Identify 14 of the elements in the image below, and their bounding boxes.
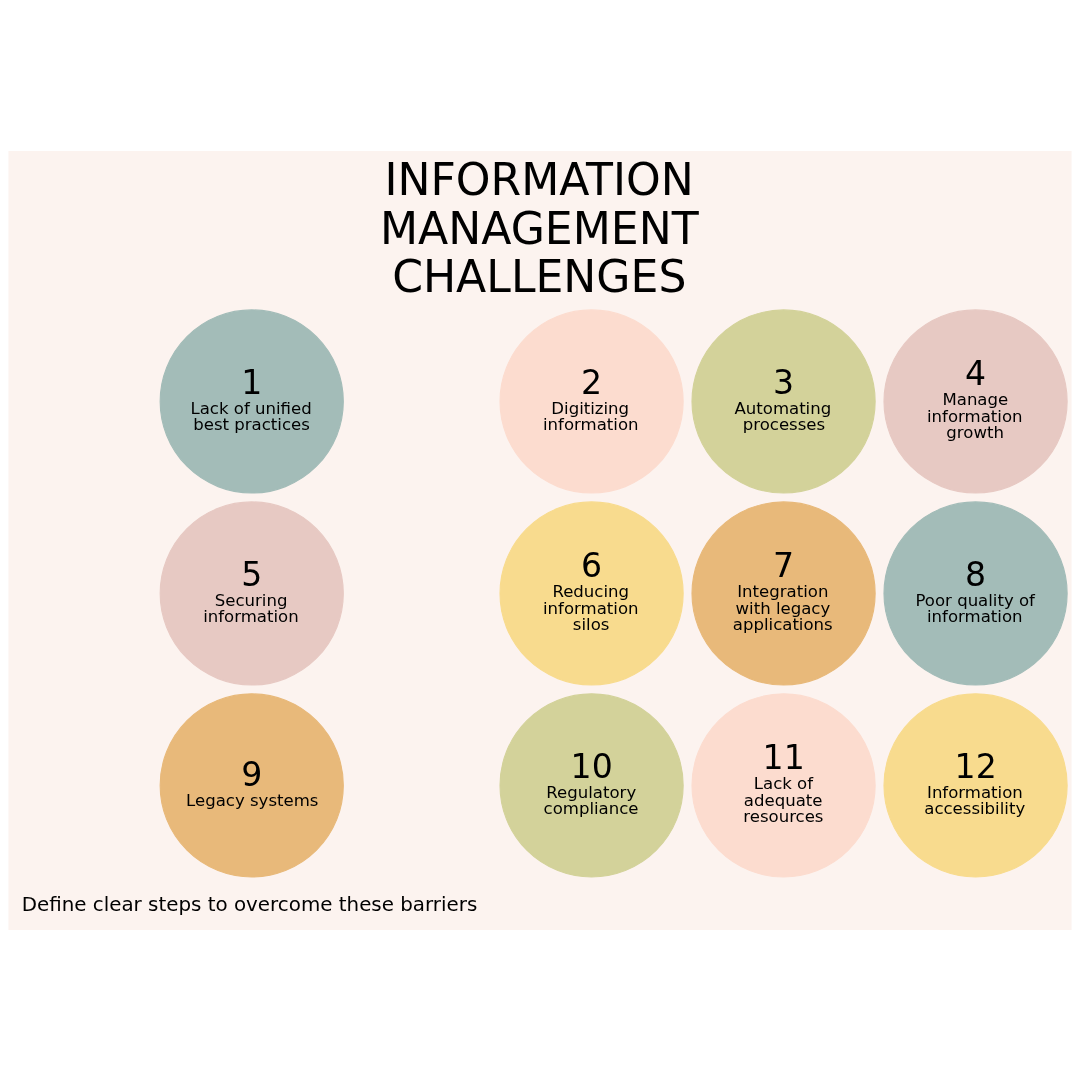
node-circle: 7 Integration with legacy applications — [691, 500, 876, 686]
node-circle: 10 Regulatory compliance — [499, 692, 684, 878]
node-circle: 4 Manage information growth — [883, 308, 1068, 494]
node-circle: 12 Information accessibility — [883, 692, 1068, 878]
caption: Define clear steps to overcome these barriers — [21, 892, 478, 916]
node-circle: 3 Automating processes — [691, 308, 876, 494]
node-circle: 6 Reducing information silos — [499, 500, 684, 686]
node-circle: 11 Lack of adequate resources — [691, 692, 876, 878]
node-circle: 2 Digitizing information — [499, 308, 684, 494]
node-circle: 1 Lack of unified best practices — [159, 308, 344, 494]
diagram-title: INFORMATION MANAGEMENT CHALLENGES — [380, 153, 699, 302]
node-circle: 5 Securing information — [159, 500, 344, 686]
node-circle: 9 Legacy systems — [159, 692, 344, 878]
node-circle: 8 Poor quality of information — [883, 500, 1068, 686]
